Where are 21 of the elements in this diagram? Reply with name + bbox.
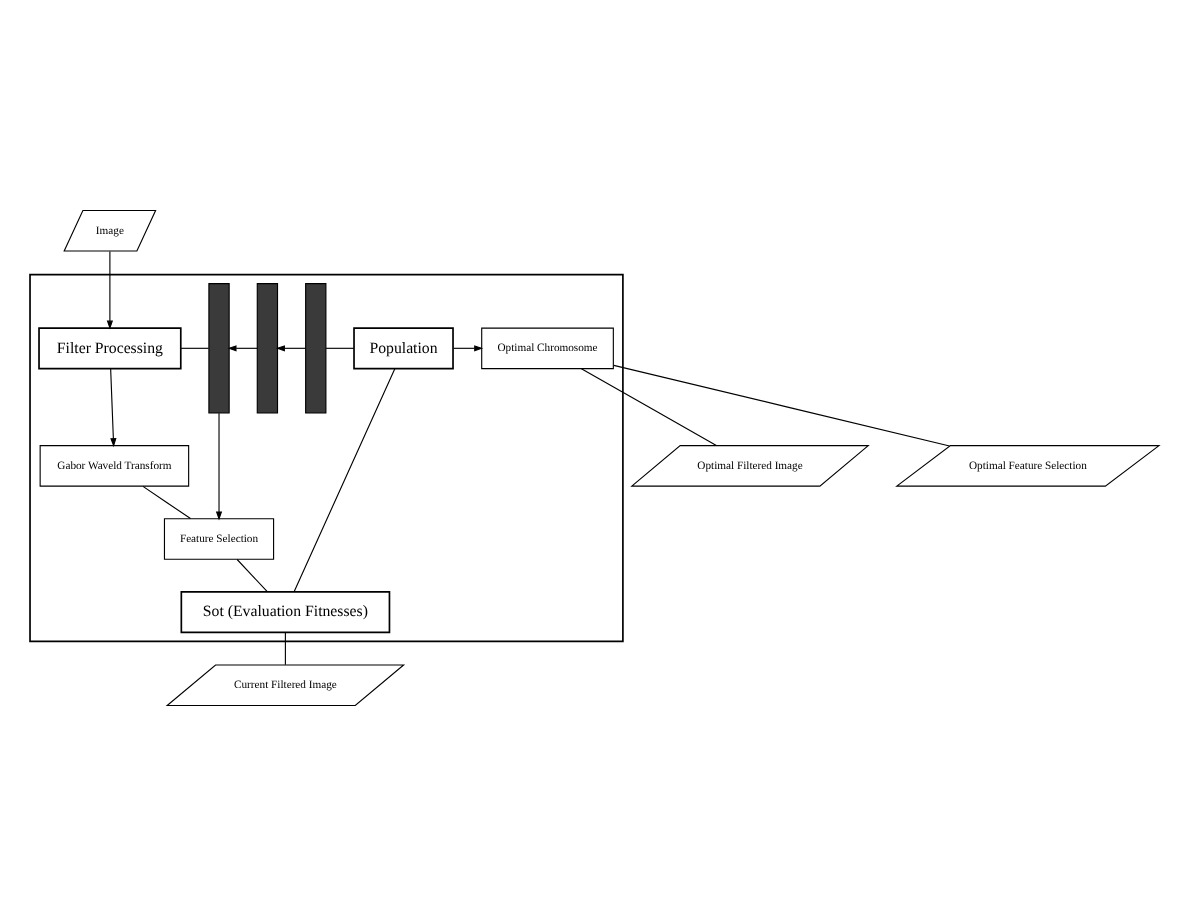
connector — [180, 346, 210, 348]
node-box: Population — [353, 326, 454, 369]
arrow — [227, 344, 258, 351]
connector — [236, 557, 268, 592]
arrow — [275, 344, 307, 351]
arrow — [215, 411, 223, 520]
node-box: Filter Processing — [38, 326, 182, 369]
node-bar — [256, 282, 279, 413]
connector — [325, 346, 355, 348]
connector — [580, 367, 717, 446]
node-box: Sot (Evaluation Fitnesses) — [180, 590, 391, 633]
connector — [613, 363, 951, 446]
cluster — [29, 272, 624, 642]
arrow — [106, 249, 114, 329]
connector — [142, 484, 192, 519]
connector — [293, 367, 396, 592]
connector — [284, 631, 286, 665]
arrow — [453, 344, 484, 351]
node-bar — [208, 282, 230, 413]
node-bar — [305, 282, 327, 413]
arrow — [110, 367, 117, 447]
